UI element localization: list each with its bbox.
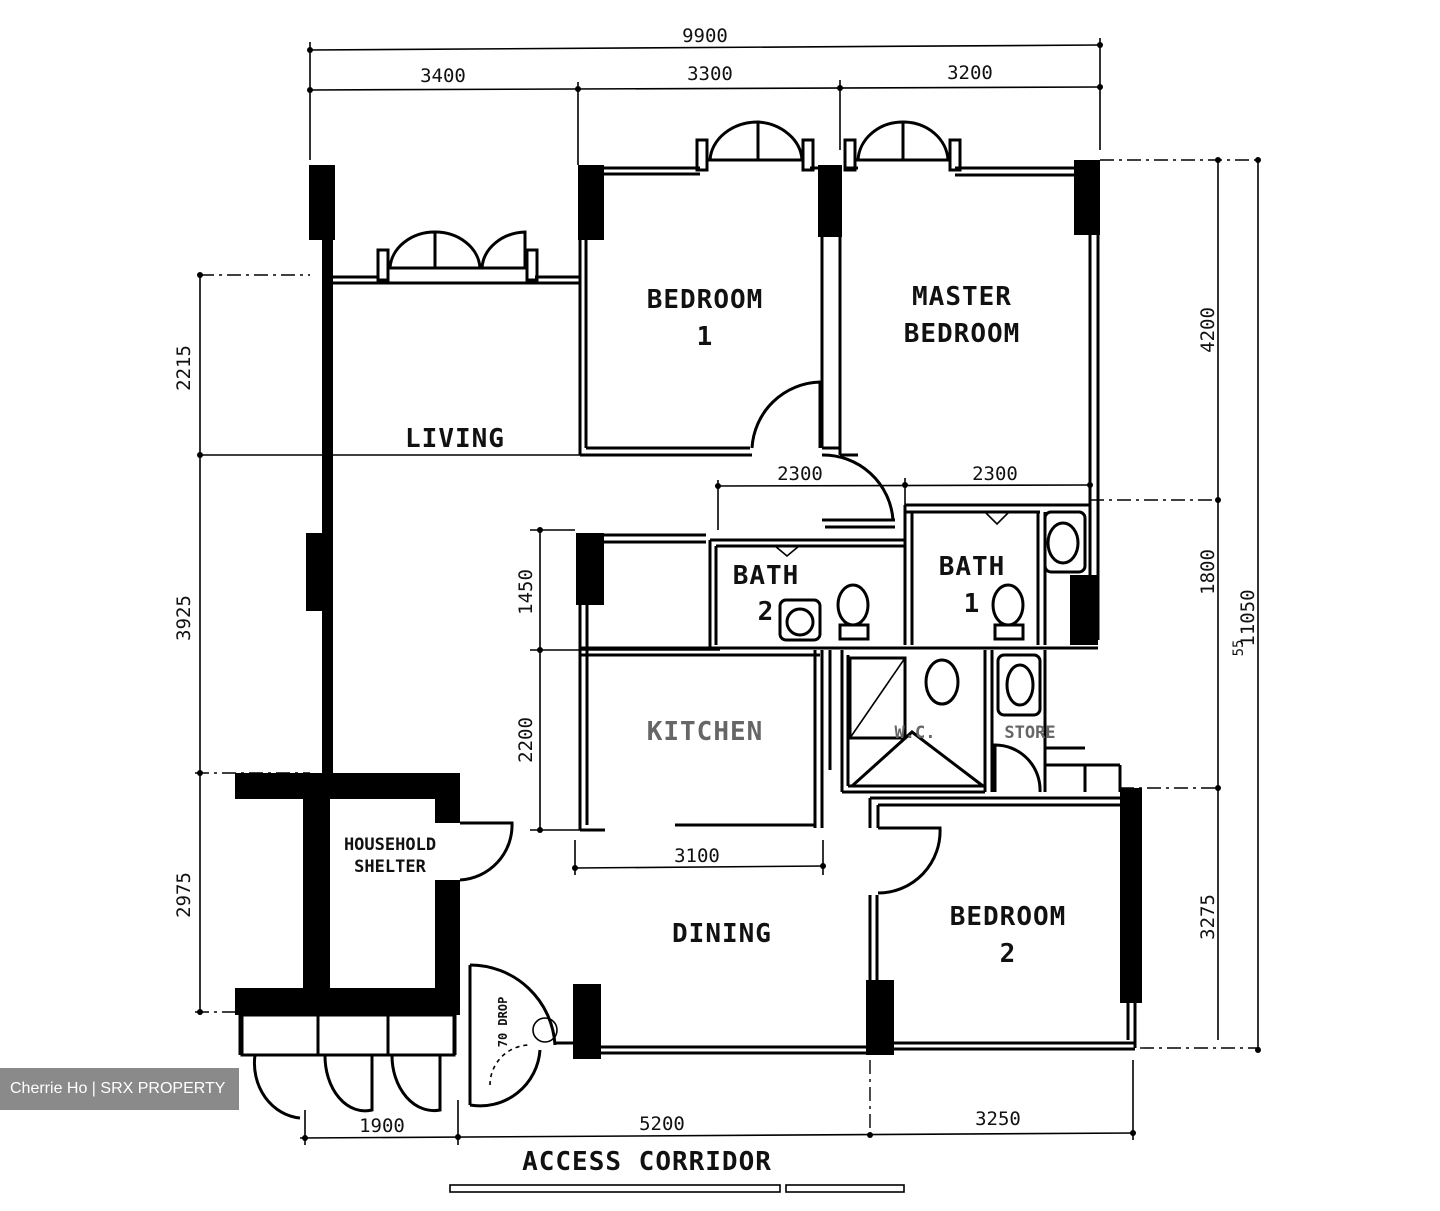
room-label-drop: 70 DROP [496,997,510,1048]
dim-bottom-3: 3250 [975,1108,1021,1130]
watermark-banner: Cherrie Ho | SRX PROPERTY [0,1068,239,1110]
dim-bottom-2: 5200 [639,1113,685,1135]
dim-top-total: 9900 [682,25,728,47]
dim-mid-1: 2300 [777,463,823,485]
room-label-master-line1: MASTER [912,282,1012,312]
windows [240,120,962,1120]
room-label-bath2-number: 2 [758,597,775,627]
dim-left-2: 3925 [173,595,195,641]
dim-right-2: 1800 [1197,549,1219,595]
room-label-bedroom2-name: BEDROOM [950,902,1067,932]
dim-bottom-1: 1900 [359,1115,405,1137]
room-label-shelter-line1: HOUSEHOLD [344,835,436,855]
dim-inner-left-1: 1450 [515,569,537,615]
room-label-master-line2: BEDROOM [904,319,1021,349]
room-label-bath1-number: 1 [964,589,981,619]
corridor-marker [449,1184,905,1193]
dim-left-3: 2975 [173,872,195,918]
room-label-bedroom2-number: 2 [1000,939,1017,969]
dim-inner-left-2: 2200 [515,717,537,763]
room-label-wc: W.C. [895,723,936,743]
room-label-bath1-name: BATH [939,552,1006,582]
room-labels: BEDROOM 1 MASTER BEDROOM LIVING BATH 2 B… [344,282,1067,1177]
doors [459,380,1122,1108]
room-label-kitchen: KITCHEN [647,717,764,747]
room-label-dining: DINING [672,919,772,949]
dim-left-1: 2215 [173,345,195,391]
room-label-living: LIVING [405,424,505,454]
dimension-labels: 9900 3400 3300 3200 2215 3925 2975 1450 … [173,25,1259,1137]
dim-kitchen-width: 3100 [674,845,720,867]
dim-top-1: 3400 [420,65,466,87]
room-label-bedroom1-number: 1 [697,322,714,352]
walls [235,160,1142,1059]
dim-right-1: 4200 [1197,307,1219,353]
dim-top-3: 3200 [947,62,993,84]
dim-right-small: 55 [1231,640,1247,657]
dim-right-3: 3275 [1197,894,1219,940]
room-label-bedroom1-name: BEDROOM [647,285,764,315]
dim-mid-2: 2300 [972,463,1018,485]
dim-top-2: 3300 [687,63,733,85]
dim-right-total: 11050 [1237,589,1259,646]
dimension-lines [195,38,1261,1145]
room-label-access-corridor: ACCESS CORRIDOR [522,1147,772,1177]
room-label-bath2-name: BATH [733,561,800,591]
room-label-shelter-line2: SHELTER [354,857,426,877]
fixtures [774,510,1087,788]
room-label-store: STORE [1004,723,1055,743]
